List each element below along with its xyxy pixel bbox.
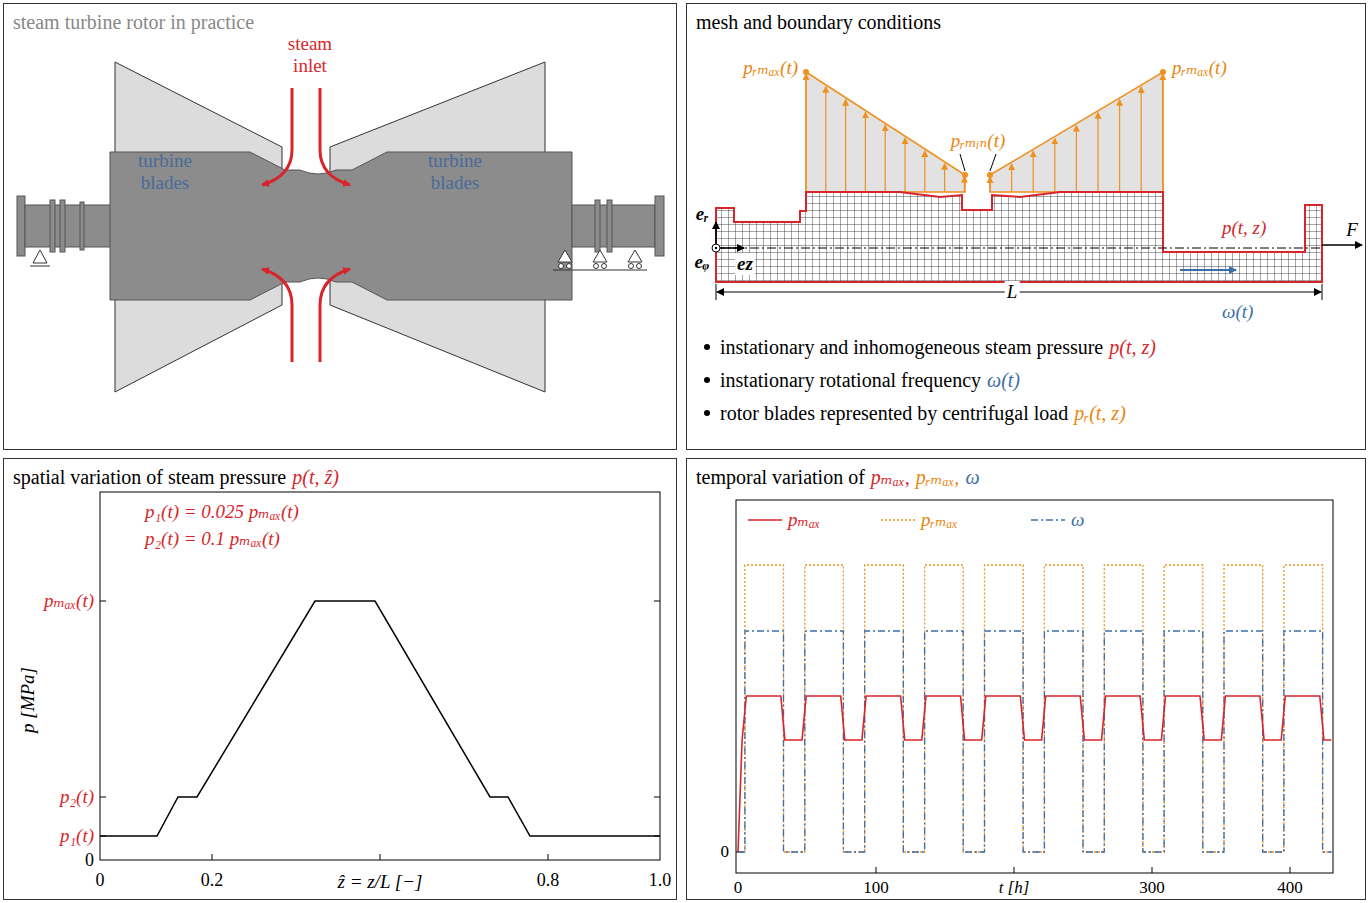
figure-panel: steam turbine rotor in practice — [3, 3, 677, 450]
figure-label: ω(t) — [1222, 301, 1253, 323]
load-arrow — [1119, 100, 1120, 192]
figure-label: L — [1005, 281, 1020, 303]
figure-label: ẑ = z/L [−] — [338, 871, 423, 893]
panel-title: mesh and boundary conditions — [696, 11, 941, 33]
rotor-illustration — [17, 62, 664, 392]
figure-label: p₁(t) = 0.025 pₘₐₓ(t) — [145, 501, 299, 523]
temporal-plot — [736, 500, 1333, 873]
figure-label: 400 — [1277, 877, 1303, 899]
panel-title: spatial variation of steam pressure — [13, 466, 286, 488]
figure-label: pᵣₘᵢₙ(t) — [951, 130, 1005, 152]
load-arrow — [964, 177, 965, 192]
panel-heading: spatial variation of steam pressure p(t, … — [4, 459, 676, 495]
figure-label: 300 — [1139, 877, 1165, 899]
figure-label: eᵣ — [696, 203, 709, 225]
figure-panel: spatial variation of steam pressure p(t, … — [3, 458, 677, 900]
figure-label: p(t, z) — [1222, 217, 1266, 239]
figure-label: eᵩ — [695, 251, 710, 273]
load-arrow — [904, 138, 905, 192]
figure-label: p₂(t) = 0.1 pₘₐₓ(t) — [145, 528, 280, 550]
pressure-plot — [100, 492, 660, 860]
legend-label: pᵣₘₐₓ — [921, 509, 958, 531]
mesh-illustration — [704, 69, 1362, 416]
figure-label: ez — [735, 253, 755, 275]
figure-label: 1.0 — [649, 869, 672, 891]
panel-title: p(t, ẑ) — [292, 466, 339, 488]
panel-heading: temporal variation of pₘₐₓ, pᵣₘₐₓ,ω — [687, 459, 1365, 495]
figure-label: 0 — [96, 869, 105, 891]
load-arrow — [924, 151, 925, 192]
figure-label: F — [1346, 219, 1358, 241]
figure-label: instationary and inhomogeneous steam pre… — [720, 336, 1103, 358]
load-arrow — [1033, 151, 1034, 192]
load-arrow — [1011, 164, 1012, 192]
figure-label: pᵣₘₐₓ(t) — [1172, 57, 1227, 79]
figure-label: p₁(t) — [60, 825, 94, 847]
figure-label: p [MPa] — [17, 667, 39, 733]
figure-label: pᵣₘₐₓ(t) — [743, 57, 798, 79]
panel-title: temporal variation of — [696, 466, 865, 488]
figure-label: instationary rotational frequency — [720, 369, 981, 391]
figure-label: p₂(t) — [60, 786, 94, 808]
legend-label: pₘₐₓ — [788, 509, 820, 531]
figure-label: steam inlet — [275, 33, 345, 77]
load-arrow — [885, 125, 886, 192]
figure-label: pᵣ(t, z) — [1074, 402, 1126, 424]
load-arrow — [944, 164, 945, 192]
figure-label: t [h] — [999, 877, 1030, 899]
legend-label: ω — [1071, 509, 1084, 531]
load-arrow — [805, 74, 806, 192]
panel-title: pₘₐₓ, — [871, 466, 910, 488]
figure-label: 0 — [85, 849, 94, 871]
figure-label: p(t, z) — [1109, 336, 1156, 358]
load-arrow — [1097, 113, 1098, 192]
figure-label: 100 — [863, 877, 889, 899]
figure-label: rotor blades represented by centrifugal … — [720, 402, 1068, 424]
panel-title: pᵣₘₐₓ, — [916, 466, 960, 488]
load-arrow — [825, 87, 826, 192]
figure-label: 0.8 — [537, 869, 560, 891]
figure-label: turbine blades — [410, 150, 500, 194]
panel-heading: steam turbine rotor in practice — [4, 4, 676, 40]
figure-label: 0 — [734, 877, 743, 899]
load-arrow — [1141, 87, 1142, 192]
panel-title: steam turbine rotor in practice — [13, 11, 254, 33]
figure-label: 0.2 — [201, 869, 224, 891]
load-arrow — [1054, 138, 1055, 192]
figure-label: ω(t) — [987, 369, 1020, 391]
figure-label: pₘₐₓ(t) — [44, 590, 94, 612]
panel-title: ω — [965, 466, 979, 488]
figure-label: 0 — [721, 841, 730, 863]
load-arrow — [989, 177, 990, 192]
load-arrow — [865, 112, 866, 192]
load-arrow — [1076, 126, 1077, 192]
load-arrow — [1162, 74, 1163, 192]
panel-heading: mesh and boundary conditions — [687, 4, 1365, 40]
figure-label: turbine blades — [120, 150, 210, 194]
load-arrow — [845, 100, 846, 192]
